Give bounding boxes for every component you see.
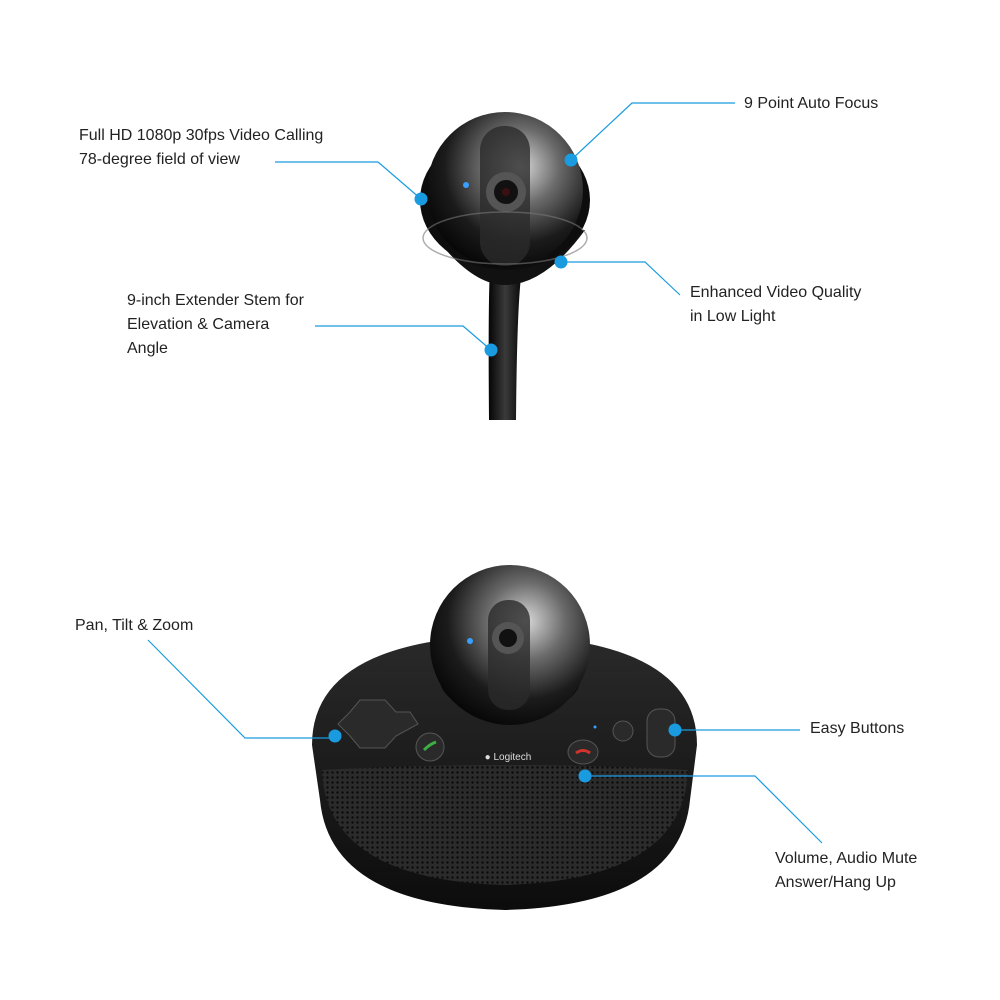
extender-stem xyxy=(488,270,522,420)
callout-text: Volume, Audio Mute xyxy=(775,850,918,867)
camera-on-stem xyxy=(420,112,590,420)
pan-tilt-zoom-pad[interactable] xyxy=(337,699,419,749)
mute-button[interactable] xyxy=(612,720,634,742)
conference-status-led xyxy=(467,638,473,644)
conference-speakerphone: ● Logitech xyxy=(312,565,697,910)
callout-pan-tilt-zoom: Pan, Tilt & Zoom xyxy=(75,614,193,638)
callout-text: Pan, Tilt & Zoom xyxy=(75,617,194,634)
answer-call-button[interactable] xyxy=(415,732,445,762)
callout-text: Elevation & Camera xyxy=(127,316,270,333)
callout-text: 78-degree field of view xyxy=(79,151,240,168)
callout-text: in Low Light xyxy=(690,308,776,325)
logitech-logo: ● Logitech xyxy=(485,752,532,763)
callout-dots xyxy=(328,153,682,783)
speaker-grille xyxy=(322,765,688,885)
callout-extender-stem: 9-inch Extender Stem for Elevation & Cam… xyxy=(127,289,304,361)
callout-volume-mute: Volume, Audio Mute Answer/Hang Up xyxy=(775,847,917,895)
callout-video-calling: Full HD 1080p 30fps Video Calling 78-deg… xyxy=(79,124,323,172)
callout-text: Full HD 1080p 30fps Video Calling xyxy=(79,127,324,144)
callout-text: Answer/Hang Up xyxy=(775,874,896,891)
callout-easy-buttons: Easy Buttons xyxy=(810,717,904,741)
callout-lines xyxy=(147,102,823,844)
callout-auto-focus: 9 Point Auto Focus xyxy=(744,92,878,116)
callout-text: 9 Point Auto Focus xyxy=(744,95,879,112)
status-led xyxy=(463,182,469,188)
callout-low-light: Enhanced Video Quality in Low Light xyxy=(690,281,861,329)
phone-hangup-icon xyxy=(575,749,591,755)
phone-answer-icon xyxy=(422,740,437,752)
callout-text: Angle xyxy=(127,340,168,357)
callout-text: Easy Buttons xyxy=(810,720,905,737)
callout-text: 9-inch Extender Stem for xyxy=(127,292,304,309)
callout-text: Enhanced Video Quality xyxy=(690,284,862,301)
